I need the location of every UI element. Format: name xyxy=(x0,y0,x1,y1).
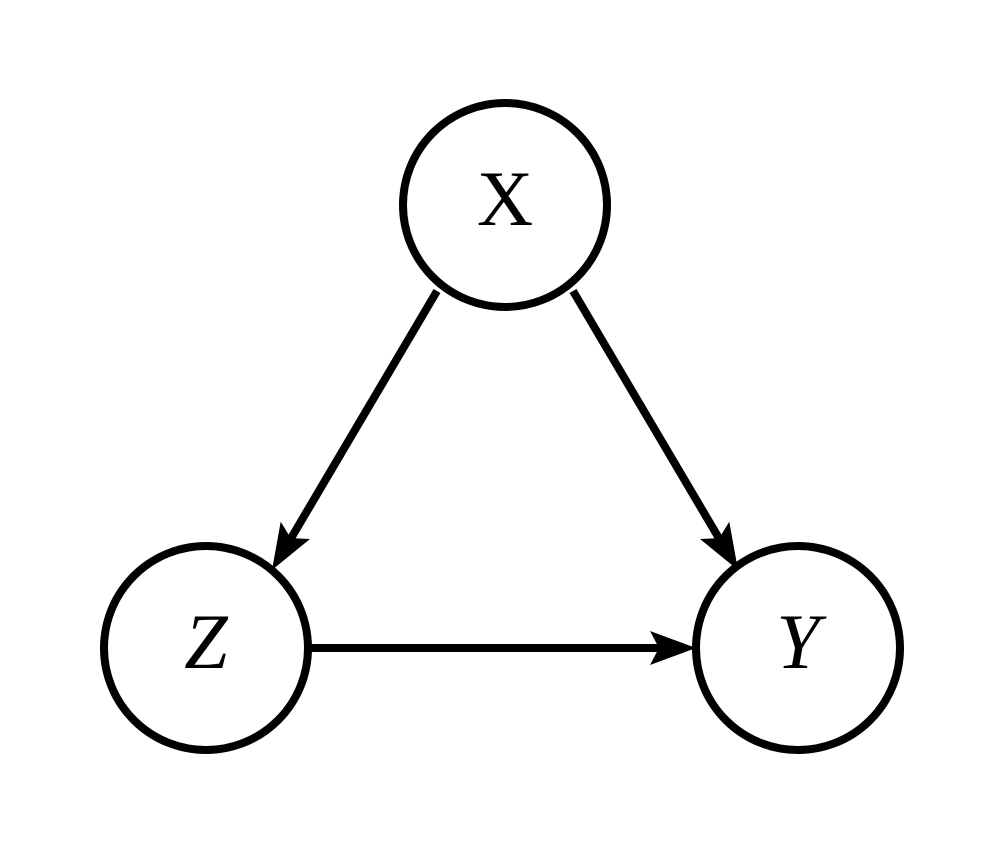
node-x-circle xyxy=(399,99,611,311)
node-z-circle xyxy=(100,542,312,754)
node-y[interactable]: Y xyxy=(692,542,904,754)
edge-x-to-z[interactable] xyxy=(272,288,441,570)
edge-x-to-y-arrowhead xyxy=(700,521,738,570)
node-layer: X Z Y xyxy=(100,99,904,754)
node-z-label: Z xyxy=(184,598,229,685)
node-x-label: X xyxy=(477,155,533,242)
edge-layer xyxy=(272,288,738,665)
edge-x-to-z-line xyxy=(286,288,441,543)
edge-x-to-y-line xyxy=(569,288,724,543)
edge-x-to-y[interactable] xyxy=(569,288,738,570)
edge-z-to-y[interactable] xyxy=(308,631,696,665)
edge-z-to-y-arrowhead xyxy=(650,631,696,665)
node-x[interactable]: X xyxy=(399,99,611,311)
node-y-circle xyxy=(692,542,904,754)
node-z[interactable]: Z xyxy=(100,542,312,754)
node-y-label: Y xyxy=(776,598,827,685)
edge-x-to-z-arrowhead xyxy=(272,521,310,570)
